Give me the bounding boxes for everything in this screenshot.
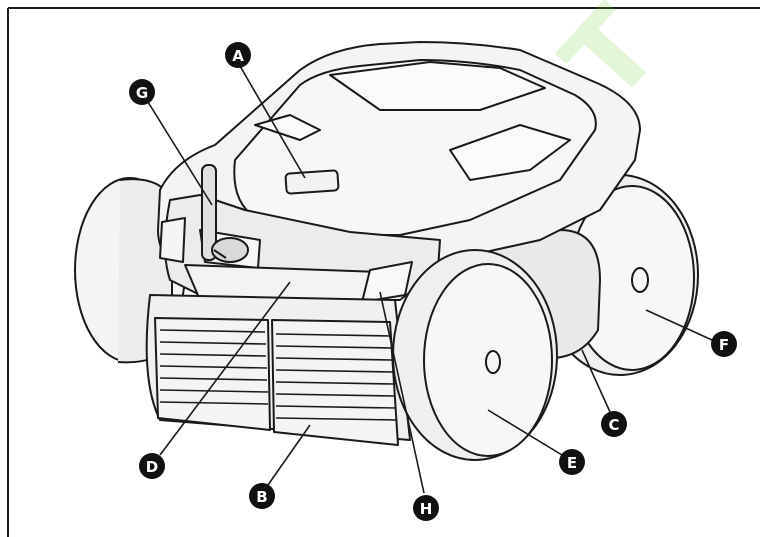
callout-c-label: C: [608, 416, 619, 434]
leader-line-b: [267, 424, 311, 486]
front-recess: [184, 264, 381, 301]
pool-robot: [74, 41, 699, 461]
callout-e: E: [559, 449, 585, 475]
leader-line-h: [379, 291, 425, 494]
handle: [201, 164, 249, 263]
callout-d-marker: [139, 453, 165, 479]
leader-line-e: [487, 409, 563, 456]
callout-h: H: [413, 495, 439, 521]
left-brush: [154, 317, 271, 431]
callout-c: C: [601, 411, 627, 437]
callout-f-marker: [711, 331, 737, 357]
front-right-wheel: [392, 249, 558, 461]
indicator-light: [361, 261, 413, 303]
leader-line-c: [581, 349, 611, 413]
leader-line-g: [147, 101, 213, 206]
callout-a: A: [225, 42, 251, 68]
callout-g: G: [129, 79, 155, 105]
callout-e-marker: [559, 449, 585, 475]
callout-d: D: [139, 453, 165, 479]
callout-h-label: H: [420, 500, 433, 518]
callout-f: F: [711, 331, 737, 357]
callout-b: B: [249, 483, 275, 509]
callout-b-marker: [249, 483, 275, 509]
leader-line-f: [645, 309, 713, 341]
callout-d-label: D: [146, 458, 158, 476]
callout-h-marker: [413, 495, 439, 521]
leader-line-a: [239, 65, 306, 179]
callout-b-label: B: [256, 488, 267, 506]
callout-f-label: F: [719, 336, 729, 354]
callout-a-marker: [225, 42, 251, 68]
leader-line-d: [159, 281, 291, 456]
top-button: [284, 169, 340, 195]
callout-g-marker: [129, 79, 155, 105]
leader-lines: [147, 65, 713, 494]
top-inner-panel: [329, 61, 546, 111]
callout-a-label: A: [232, 47, 244, 65]
callout-e-label: E: [567, 454, 577, 472]
callout-c-marker: [601, 411, 627, 437]
right-brush: [271, 319, 399, 446]
callout-g-label: G: [136, 84, 148, 102]
front-left-slot: [159, 217, 186, 263]
top-side-detail-2: [449, 124, 571, 181]
